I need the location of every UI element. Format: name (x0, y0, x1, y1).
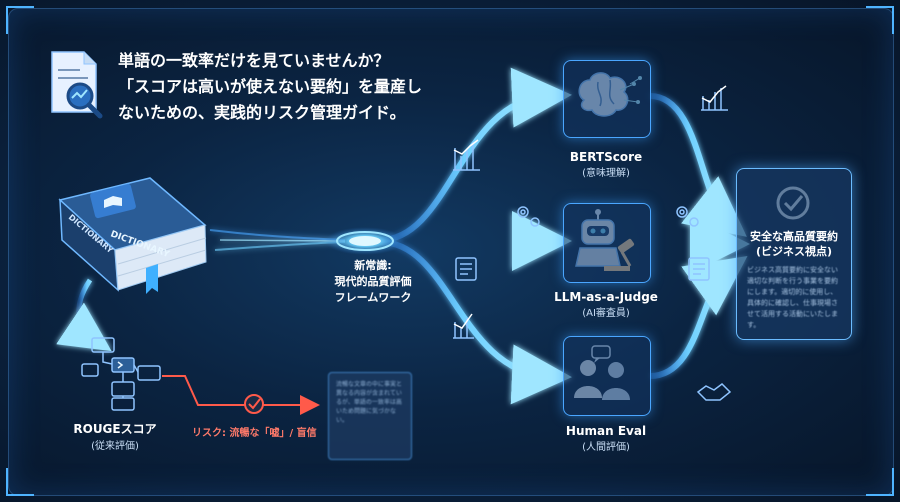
incoming-streaks (209, 229, 346, 251)
headline-line: 「スコアは高いが使えない要約」を量産し (118, 77, 423, 96)
flow-bert-to-result (649, 93, 747, 237)
human-eval-label: Human Eval (人間評価) (540, 424, 672, 453)
risk-label: リスク: 流暢な「嘘」/ 盲信 (192, 428, 317, 439)
bar-chart-icon (453, 85, 728, 339)
result-title: 安全な高品質要約 (ビジネス視点) (737, 229, 851, 259)
result-body: ビジネス高質要約に安全ない適切な判断を行う事業を要約にします。適切的に使用し、具… (747, 266, 838, 329)
document-magnifier-icon (51, 51, 103, 119)
corner-ornament (866, 468, 894, 496)
corner-ornament (866, 6, 894, 34)
llm-judge-label: LLM-as-a-Judge (AI審査員) (530, 290, 682, 319)
core-framework-line: 現代的品質評価 (334, 275, 412, 288)
headline-line: ないための、実践的リスク管理ガイド。 (118, 103, 406, 122)
corner-ornament (6, 6, 34, 34)
llm-judge-box (563, 203, 651, 283)
rouge-subtitle: (従来評価) (91, 441, 139, 452)
flowchart-icon (81, 337, 161, 411)
human-eval-box (563, 336, 651, 416)
core-framework-line: 新常識: (354, 259, 392, 272)
risk-flow (162, 375, 320, 415)
method-title: Human Eval (565, 424, 647, 438)
result-title-line: (ビジネス視点) (755, 245, 833, 258)
headline-line: 単語の一致率だけを見ていませんか？ (118, 51, 390, 70)
blurred-summary-document: 流暢な文章の中に事実と異なる内容が含まれているが、単語の一致率は高いため問題に気… (328, 372, 412, 460)
result-card: 安全な高品質要約 (ビジネス視点) ビジネス高質要約に安全ない適切な判断を行う事… (736, 168, 852, 340)
outer-frame (8, 8, 894, 496)
flow-dictionary-to-rouge (56, 278, 112, 352)
flow-to-human-eval (379, 239, 572, 405)
core-portal-icon (325, 227, 405, 255)
rouge-title: ROUGEスコア (73, 422, 157, 436)
method-title: LLM-as-a-Judge (554, 290, 658, 304)
dictionary-book-icon (58, 177, 207, 294)
bertscore-box (563, 60, 651, 138)
method-flows (56, 67, 750, 405)
method-subtitle: (意味理解) (582, 168, 630, 179)
document-lines-icon (455, 257, 710, 281)
gear-icon (517, 206, 699, 227)
core-framework-line: フレームワーク (334, 291, 412, 304)
handshake-icon (696, 383, 732, 401)
flow-human-to-result (649, 256, 748, 379)
rouge-label: ROUGEスコア (従来評価) (62, 420, 168, 452)
core-framework-label: 新常識: 現代的品質評価 フレームワーク (318, 258, 428, 306)
bertscore-label: BERTScore (意味理解) (540, 150, 672, 179)
risk-check-icon (244, 394, 264, 414)
result-title-line: 安全な高品質要約 (750, 230, 838, 243)
method-subtitle: (人間評価) (582, 442, 630, 453)
method-subtitle: (AI審査員) (582, 308, 630, 319)
method-title: BERTScore (569, 150, 643, 164)
corner-ornament (6, 468, 34, 496)
headline: 単語の一致率だけを見ていませんか？ 「スコアは高いが使えない要約」を量産し ない… (118, 48, 478, 126)
